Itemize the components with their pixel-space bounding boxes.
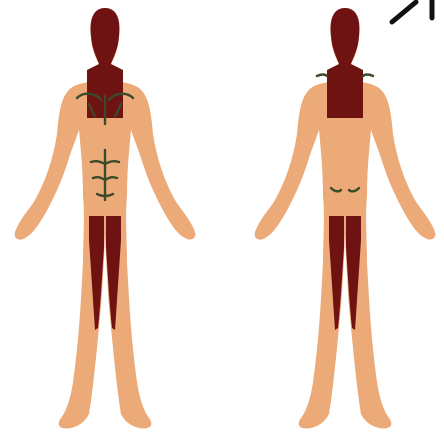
- arrow-icon: [392, 0, 432, 22]
- back-head-neck-zone: [327, 8, 363, 118]
- front-body-figure: [15, 8, 196, 429]
- back-body-figure: [255, 8, 436, 429]
